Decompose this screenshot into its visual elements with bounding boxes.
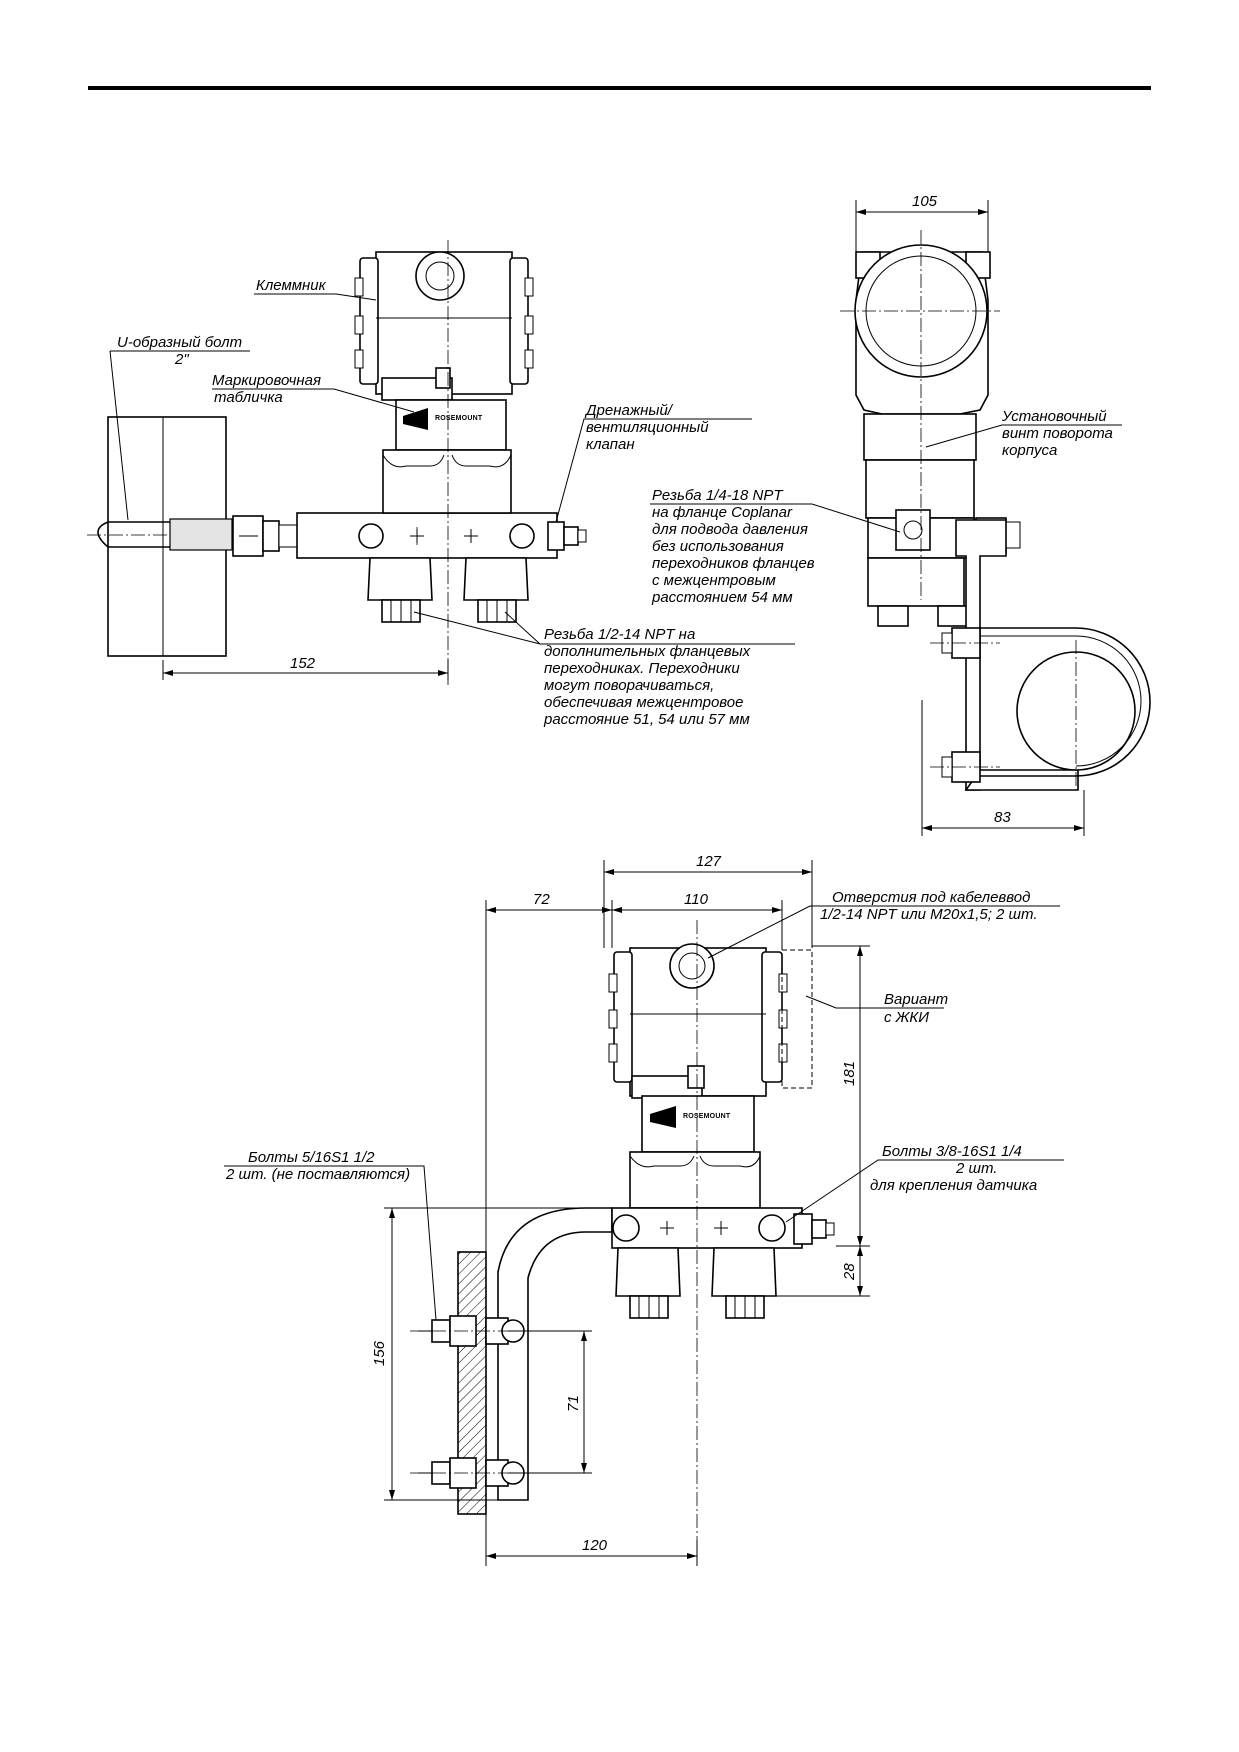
side-bracket-bolt [895,509,931,551]
u-bolt [97,521,234,548]
dim-83: 83 [994,809,1011,826]
callout-conduit-holes-2: 1/2-14 NPT или M20x1,5; 2 шт. [820,906,1038,923]
callout-coplanar-thread: Резьба 1/4-18 NPT [652,487,784,504]
callout-coplanar-thread-2: на фланце Coplanar [652,504,793,521]
callout-bolts-516: Болты 5/16S1 1/2 [248,1149,375,1166]
callout-adapter-thread-2: дополнительных фланцевых [544,643,751,660]
callout-adapter-thread-5: обеспечивая межцентровое [544,694,743,711]
drain-valve [547,521,565,551]
panel-mount-view: ROSEMOUNT 127 72 110 181 [224,853,1064,1566]
dim-71: 71 [565,1395,582,1412]
callout-nameplate: Маркировочная [212,372,321,389]
callout-nameplate-2: табличка [214,389,283,406]
callout-bolts-38: Болты 3/8-16S1 1/4 [882,1143,1022,1160]
front-view-pipe-mount: ROSEMOUNT 152 Клеммник U-образный болт 2… [87,240,795,728]
dim-28: 28 [841,1263,858,1281]
callout-coplanar-thread-3: для подвода давления [652,521,808,538]
callout-conduit-holes: Отверстия под кабелеввод [832,889,1030,906]
callout-adapter-thread: Резьба 1/2-14 NPT на [544,626,695,643]
flange-adapter-right [463,557,529,601]
callout-bolts-38-3: для крепления датчика [870,1177,1037,1194]
callout-coplanar-thread-4: без использования [652,538,784,555]
callout-drain-valve-2: вентиляционный [586,419,709,436]
rosemount-logo: ROSEMOUNT [435,415,483,422]
callout-lcd-option-2: с ЖКИ [884,1009,929,1026]
callout-coplanar-thread-6: с межцентровым [652,572,776,589]
flange-adapter-left [367,557,433,601]
side-view: 105 83 Установочный винт поворота корпус… [650,193,1151,836]
callout-adapter-thread-6: расстояние 51, 54 или 57 мм [543,711,750,728]
panel-conduit-port [669,943,715,989]
panel-rosemount-logo: ROSEMOUNT [683,1113,731,1120]
dim-120: 120 [582,1537,608,1554]
dim-105: 105 [912,193,938,210]
callout-drain-valve: Дренажный/ [584,402,674,419]
dim-110: 110 [684,891,709,908]
callout-coplanar-thread-5: переходников фланцев [652,555,815,572]
dim-156: 156 [371,1340,388,1366]
nameplate-screw [435,367,451,389]
dim-72: 72 [533,891,550,908]
dim-181: 181 [841,1061,858,1086]
callout-terminal-block: Клеммник [256,277,327,294]
callout-adapter-thread-3: переходниках. Переходники [544,660,740,677]
callout-bolts-38-2: 2 шт. [955,1160,997,1177]
l-bracket [497,1207,613,1501]
callout-rotation-screw-3: корпуса [1002,442,1057,459]
callout-u-bolt: U-образный болт [117,334,242,351]
callout-adapter-thread-4: могут поворачиваться, [544,677,714,694]
panel-drain-valve [793,1213,813,1245]
callout-coplanar-thread-7: расстоянием 54 мм [651,589,793,606]
conduit-port [415,251,465,301]
callout-u-bolt-size: 2" [174,351,189,368]
callout-rotation-screw: Установочный [1001,408,1107,425]
callout-rotation-screw-2: винт поворота [1002,425,1113,442]
dim-152: 152 [290,655,316,672]
lcd-option-outline [781,949,813,1089]
side-cover [854,244,988,378]
dim-127: 127 [696,853,722,870]
callout-lcd-option: Вариант [884,991,948,1008]
callout-bolts-516-2: 2 шт. (не поставляются) [225,1166,410,1183]
callout-drain-valve-3: клапан [586,436,635,453]
